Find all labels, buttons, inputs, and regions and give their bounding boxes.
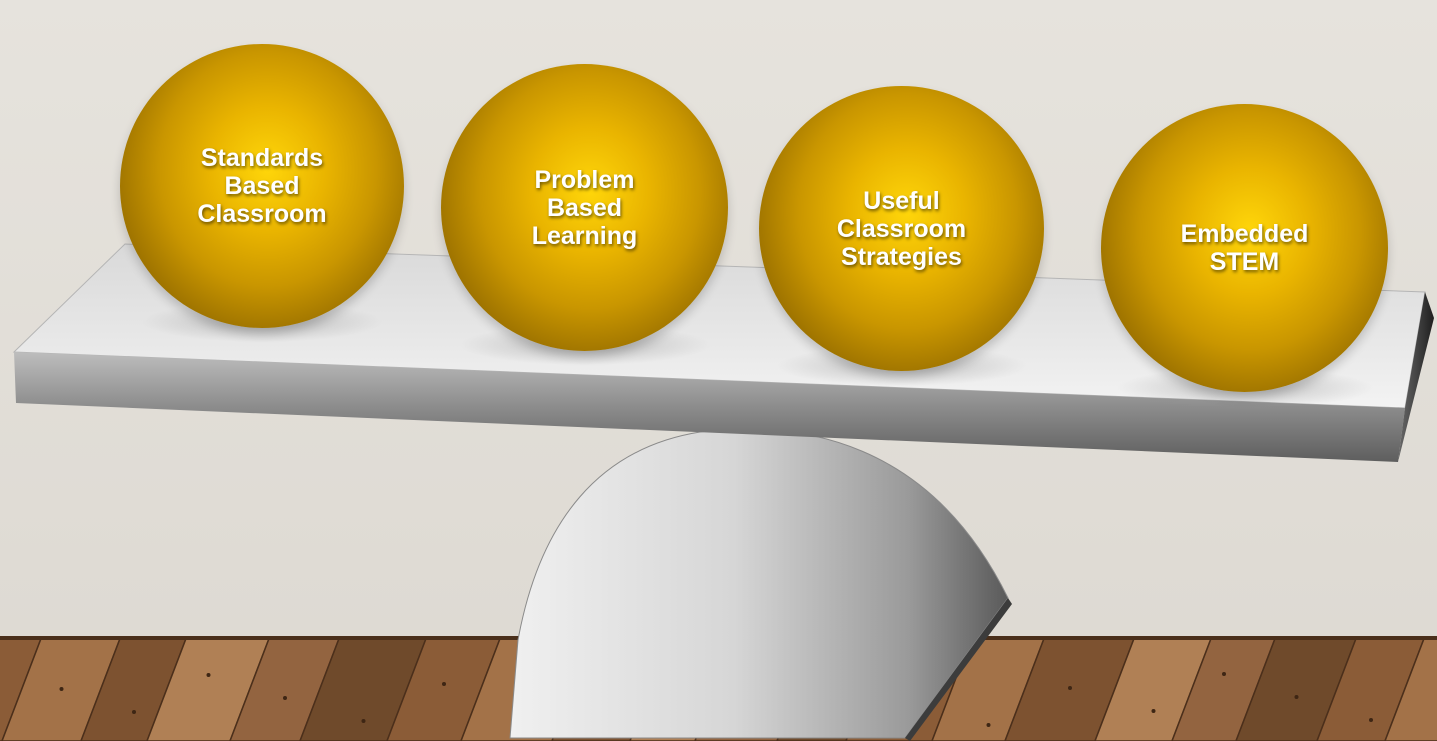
pivot-base xyxy=(509,428,1009,739)
seesaw-board-edge xyxy=(14,352,1405,462)
